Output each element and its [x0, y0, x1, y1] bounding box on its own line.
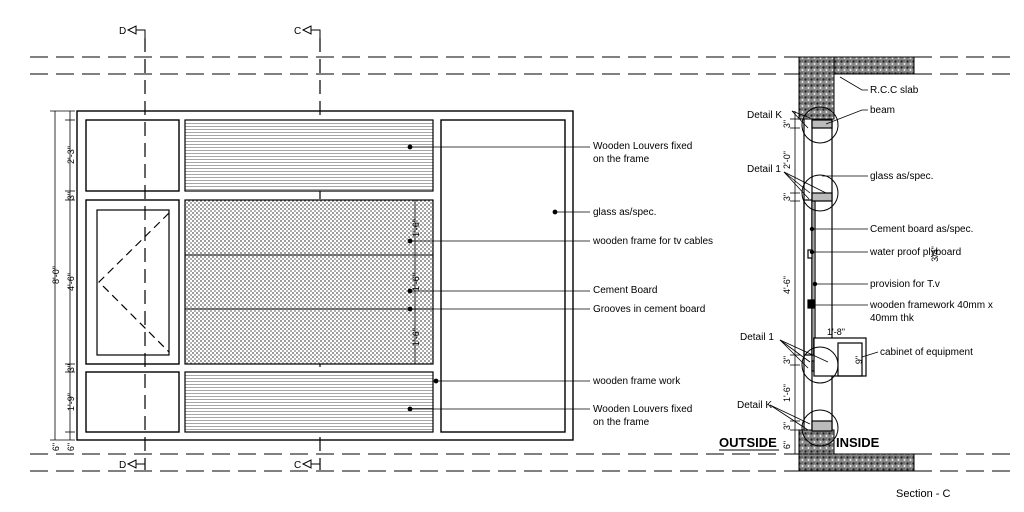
label-plyboard: water proof plyboard	[869, 247, 961, 258]
detail-1-bottom: Detail 1	[740, 332, 774, 343]
label-grooves: Grooves in cement board	[593, 304, 705, 315]
cement-board-panel	[184, 199, 434, 365]
section-wall-lines	[803, 119, 833, 432]
label-cabinet: cabinet of equipment	[880, 347, 973, 358]
sec-dim-3-c: 3"	[782, 356, 792, 364]
section-leaders	[809, 76, 879, 358]
sec-dim-6: 6"	[782, 441, 792, 449]
section-marker-c-bottom: C	[294, 460, 301, 471]
label-beam: beam	[870, 105, 895, 116]
dim-2-3: 2'-3"	[66, 146, 76, 164]
panel-dim-1: 1'-6"	[411, 219, 421, 237]
section-marker-d-bottom: D	[119, 460, 126, 471]
sec-dim-3-a: 3"	[782, 120, 792, 128]
label-louvers-bottom-2: on the frame	[593, 417, 650, 428]
rcc-slab	[798, 56, 915, 120]
cabinet-width-dim: 1'-8"	[827, 327, 845, 337]
dim-3b: 3"	[66, 364, 76, 372]
ply-thickness-dim: 3/4"	[930, 246, 940, 262]
label-frame-work: wooden frame work	[592, 376, 681, 387]
cabinet	[813, 337, 867, 377]
label-louvers-bottom-1: Wooden Louvers fixed	[593, 404, 692, 415]
louvers-bottom-panel	[184, 371, 434, 433]
panel-dim-2: 1'-6"	[411, 273, 421, 291]
detail-k-bottom: Detail K	[737, 400, 772, 411]
detail-1-top: Detail 1	[747, 164, 781, 175]
sec-dim-1-6: 1'-6"	[782, 384, 792, 402]
louvers-top-panel	[184, 119, 434, 192]
label-rcc-slab: R.C.C slab	[870, 85, 919, 96]
dim-4-6: 4'-6"	[66, 273, 76, 291]
elevation-frame	[76, 110, 574, 441]
section-dimension-lines	[790, 111, 867, 454]
section-title: Section - C	[896, 488, 950, 500]
window-shutter	[96, 209, 170, 356]
elevation-dimension-lines	[50, 110, 416, 441]
floor-slab	[798, 453, 915, 472]
dim-6b: 6"	[66, 443, 76, 451]
detail-k-top: Detail K	[747, 110, 782, 121]
dim-8-0: 8'-0"	[51, 266, 61, 284]
beam-bottom	[798, 429, 835, 455]
detail-circles	[801, 106, 839, 447]
label-frame-tv: wooden frame for tv cables	[592, 236, 713, 247]
label-tv-provision: provision for T.v	[870, 279, 940, 290]
sec-dim-3-d: 3"	[782, 422, 792, 430]
sec-dim-2-0: 2'-0"	[782, 151, 792, 169]
label-section-glass: glass as/spec.	[870, 171, 933, 182]
section-cut-arrows	[126, 25, 321, 469]
label-inside: INSIDE	[836, 435, 880, 450]
label-framework-2: 40mm thk	[870, 313, 915, 324]
sec-dim-4-6: 4'-6"	[782, 276, 792, 294]
dim-6a: 6"	[51, 443, 61, 451]
cement-board-grooves	[185, 254, 433, 310]
label-framework-1: wooden framework 40mm x	[869, 300, 993, 311]
dim-3a: 3"	[66, 192, 76, 200]
detail-leaders	[769, 110, 829, 431]
dim-1-9: 1'-9"	[66, 393, 76, 411]
label-glass: glass as/spec.	[593, 207, 656, 218]
section-marker-d-top: D	[119, 26, 126, 37]
elevation-leaders	[407, 144, 590, 412]
label-louvers-top-2: on the frame	[593, 154, 650, 165]
panel-dim-3: 1'-6"	[411, 328, 421, 346]
label-cement-board: Cement Board	[593, 285, 657, 296]
sec-dim-3-b: 3"	[782, 193, 792, 201]
section-marker-c-top: C	[294, 26, 301, 37]
label-outside: OUTSIDE	[719, 435, 777, 450]
label-louvers-top-1: Wooden Louvers fixed	[593, 141, 692, 152]
label-section-cement: Cement board as/spec.	[870, 224, 973, 235]
cabinet-height-dim: 9"	[854, 356, 864, 364]
